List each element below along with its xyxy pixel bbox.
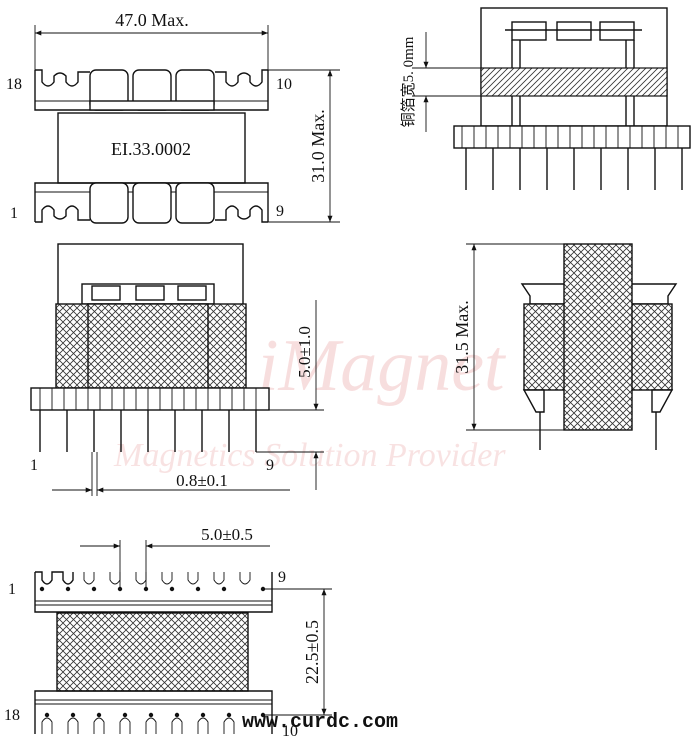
pin-label-1: 1 (10, 205, 18, 222)
width-dimension-label: 47.0 Max. (115, 10, 189, 30)
row-spacing-label: 22.5±0.5 (302, 620, 322, 684)
part-number-label: EI.33.0002 (111, 139, 191, 159)
bottom-view-pin-label-18: 18 (4, 707, 20, 724)
pin-label-9: 9 (276, 203, 284, 220)
bottom-view: 5.0±0.5 22.5±0.5 1 9 18 10 (4, 525, 332, 740)
front-pin-label-1: 1 (30, 457, 38, 474)
height-dimension-label: 31.0 Max. (308, 109, 328, 183)
website-link[interactable]: www.curdc.com (242, 711, 398, 734)
bottom-view-pin-label-10: 10 (282, 723, 298, 740)
watermark-brand: iMagnet (258, 325, 507, 407)
front-pin-label-9: 9 (266, 457, 274, 474)
pin-label-18: 18 (6, 76, 22, 93)
copper-foil-label: 铜箔宽5. 0mm (400, 36, 417, 127)
watermark: iMagnet Magnetics Solution Provider (113, 325, 507, 474)
pin-label-10: 10 (276, 76, 292, 93)
side-height-label: 31.5 Max. (452, 300, 472, 374)
bottom-view-pin-label-1: 1 (8, 581, 16, 598)
pin-length-label: 5.0±1.0 (295, 326, 314, 378)
pin-diameter-label: 0.8±0.1 (176, 471, 228, 490)
top-view: 47.0 Max. EI.33.0002 31.0 Max. 18 (6, 10, 340, 224)
copper-foil-view: 铜箔宽5. 0mm (400, 7, 691, 190)
watermark-slogan: Magnetics Solution Provider (113, 437, 506, 474)
front-view: 5.0±1.0 0.8±0.1 1 9 (30, 243, 324, 496)
side-view: 31.5 Max. (452, 243, 678, 450)
pin-pitch-label: 5.0±0.5 (201, 525, 253, 544)
bottom-view-pin-label-9: 9 (278, 569, 286, 586)
